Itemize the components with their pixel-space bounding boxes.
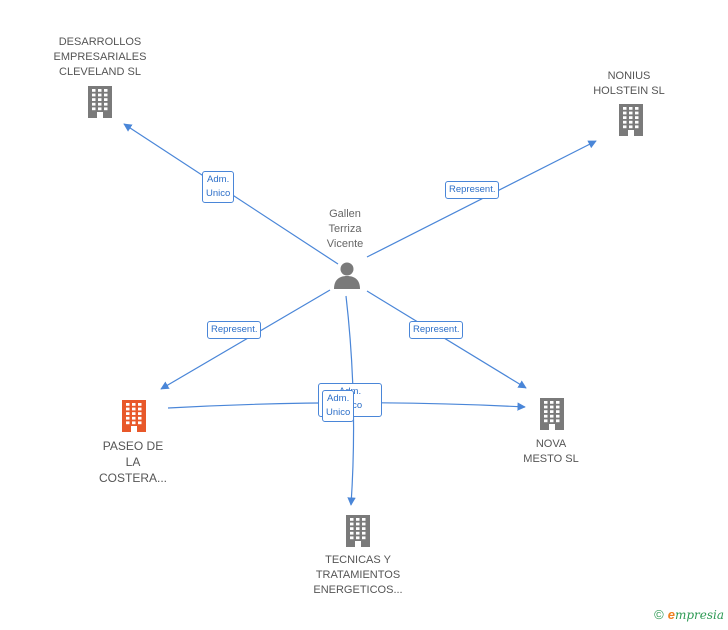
company-label-line: NOVA [535, 438, 567, 450]
company-label-line: COSTERA... [98, 471, 167, 485]
company-label-desarrollos[interactable]: DESARROLLOS EMPRESARIALES CLEVELAND SL [40, 35, 160, 80]
edge-label-adm-unico[interactable]: Adm. Unico [322, 390, 355, 422]
company-label-line: HOLSTEIN SL [593, 85, 665, 97]
company-label-line: TRATAMIENTOS [315, 569, 401, 581]
company-label-line: EMPRESARIALES [53, 51, 147, 63]
building-icon[interactable] [537, 396, 567, 432]
edge-label-line: Unico [206, 188, 231, 199]
person-icon[interactable] [333, 261, 361, 289]
edge-label-line: Unico [326, 407, 351, 418]
edge-label-represent[interactable]: Represent. [207, 321, 262, 339]
footer-brand: © empresia [654, 607, 724, 622]
person-name-line: Vicente [326, 238, 364, 250]
company-label-line: CLEVELAND SL [59, 66, 141, 78]
company-label-nonius[interactable]: NONIUS HOLSTEIN SL [580, 69, 678, 99]
company-label-nova[interactable]: NOVA MESTO SL [510, 437, 592, 467]
edge-to-nonius [366, 140, 597, 258]
edge-to-nova [366, 290, 527, 389]
company-label-paseo[interactable]: PASEO DE LA COSTERA... [88, 438, 178, 486]
company-label-line: LA [125, 455, 141, 469]
edge-label-line: Represent. [449, 184, 496, 195]
company-label-tecnicas[interactable]: TECNICAS Y TRATAMIENTOS ENERGETICOS... [298, 553, 418, 598]
edge-label-line: Represent. [413, 324, 460, 335]
edge-label-line: Adm. [327, 393, 350, 404]
company-label-line: PASEO DE [102, 439, 164, 453]
company-label-line: NONIUS [607, 70, 651, 82]
company-label-line: ENERGETICOS... [313, 584, 403, 596]
edge-label-represent[interactable]: Represent. [445, 181, 500, 199]
edge-label-represent[interactable]: Represent. [409, 321, 464, 339]
edge-to-paseo [160, 289, 331, 390]
company-label-line: DESARROLLOS [58, 36, 142, 48]
company-label-line: TECNICAS Y [325, 554, 391, 566]
brand-initial: e [667, 607, 675, 622]
person-name[interactable]: Gallen Terriza Vicente [300, 207, 390, 252]
edge-label-line: Adm. [207, 174, 230, 185]
person-name-line: Terriza [328, 223, 362, 235]
copyright-symbol: © [654, 607, 664, 622]
building-icon[interactable] [616, 102, 646, 138]
company-label-line: MESTO SL [523, 453, 579, 465]
brand-name: mpresia [674, 608, 724, 622]
building-icon[interactable] [85, 84, 115, 120]
person-name-line: Gallen [329, 208, 361, 220]
building-icon[interactable] [343, 513, 373, 549]
edge-label-adm-unico[interactable]: Adm. Unico [202, 171, 235, 203]
edge-label-line: Represent. [211, 324, 258, 335]
building-icon[interactable] [119, 398, 149, 434]
